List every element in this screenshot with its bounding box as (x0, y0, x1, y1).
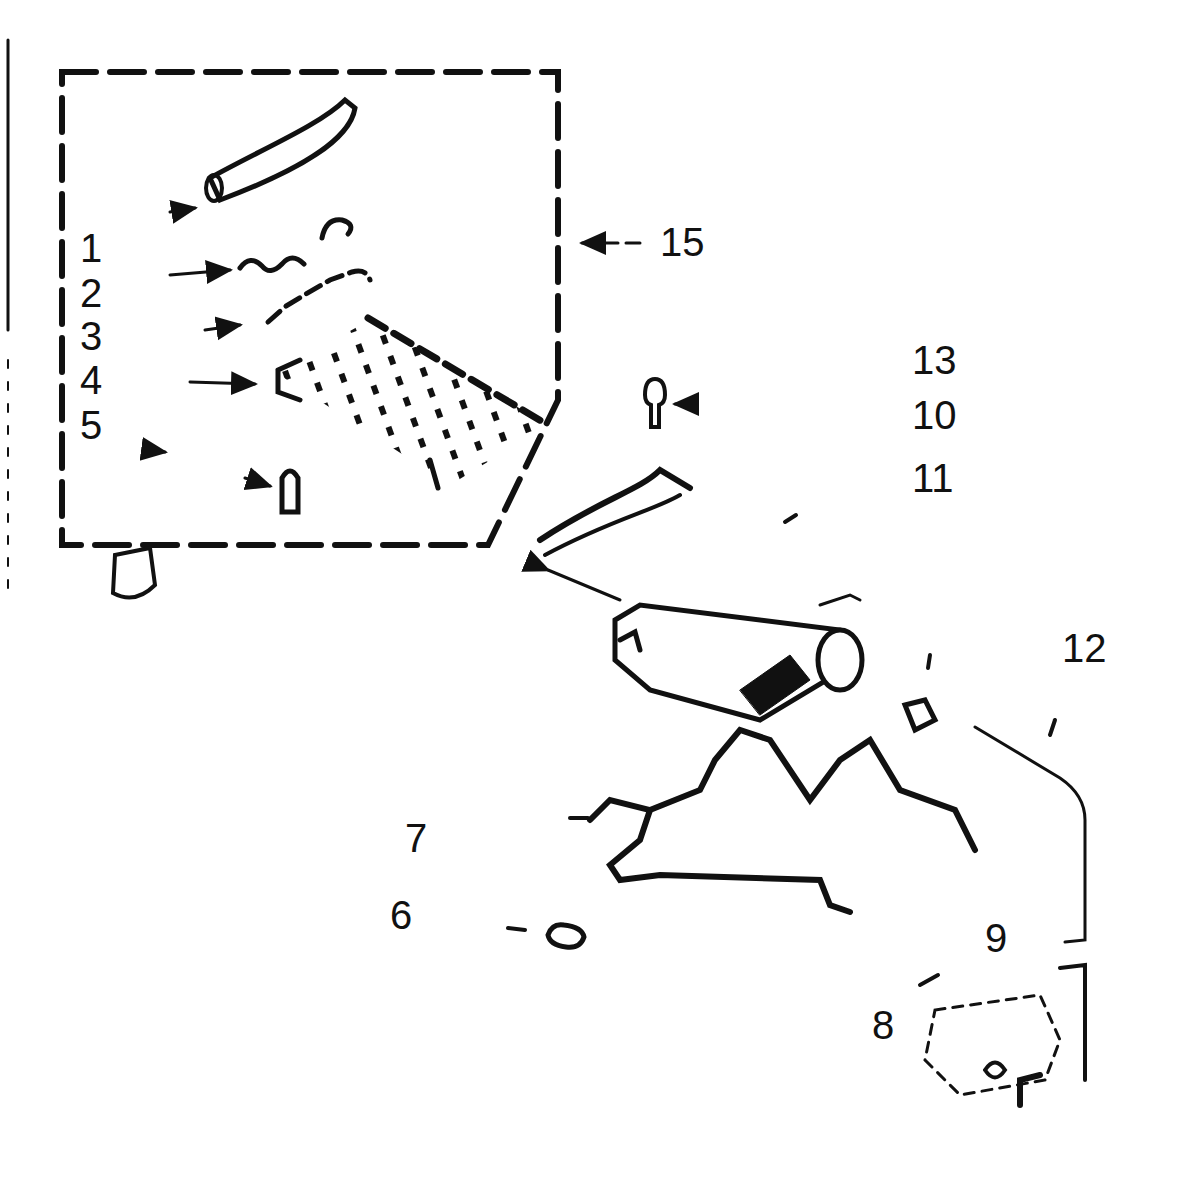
callout-number: 15 (660, 222, 705, 262)
callout-number: 6 (390, 895, 412, 935)
callout-number: 5 (80, 405, 102, 445)
callout-number: 9 (985, 918, 1007, 958)
callout-number: 8 (872, 1005, 894, 1045)
callout-number: 12 (1062, 628, 1107, 668)
callout-number: 13 (912, 340, 957, 380)
callout-number: 11 (912, 458, 954, 498)
callout-number: 3 (80, 316, 102, 356)
callout-number: 7 (405, 818, 427, 858)
callout-number: 2 (80, 273, 102, 313)
callout-number: 10 (912, 395, 957, 435)
callout-number: 1 (80, 228, 102, 268)
callout-number: 4 (80, 360, 102, 400)
